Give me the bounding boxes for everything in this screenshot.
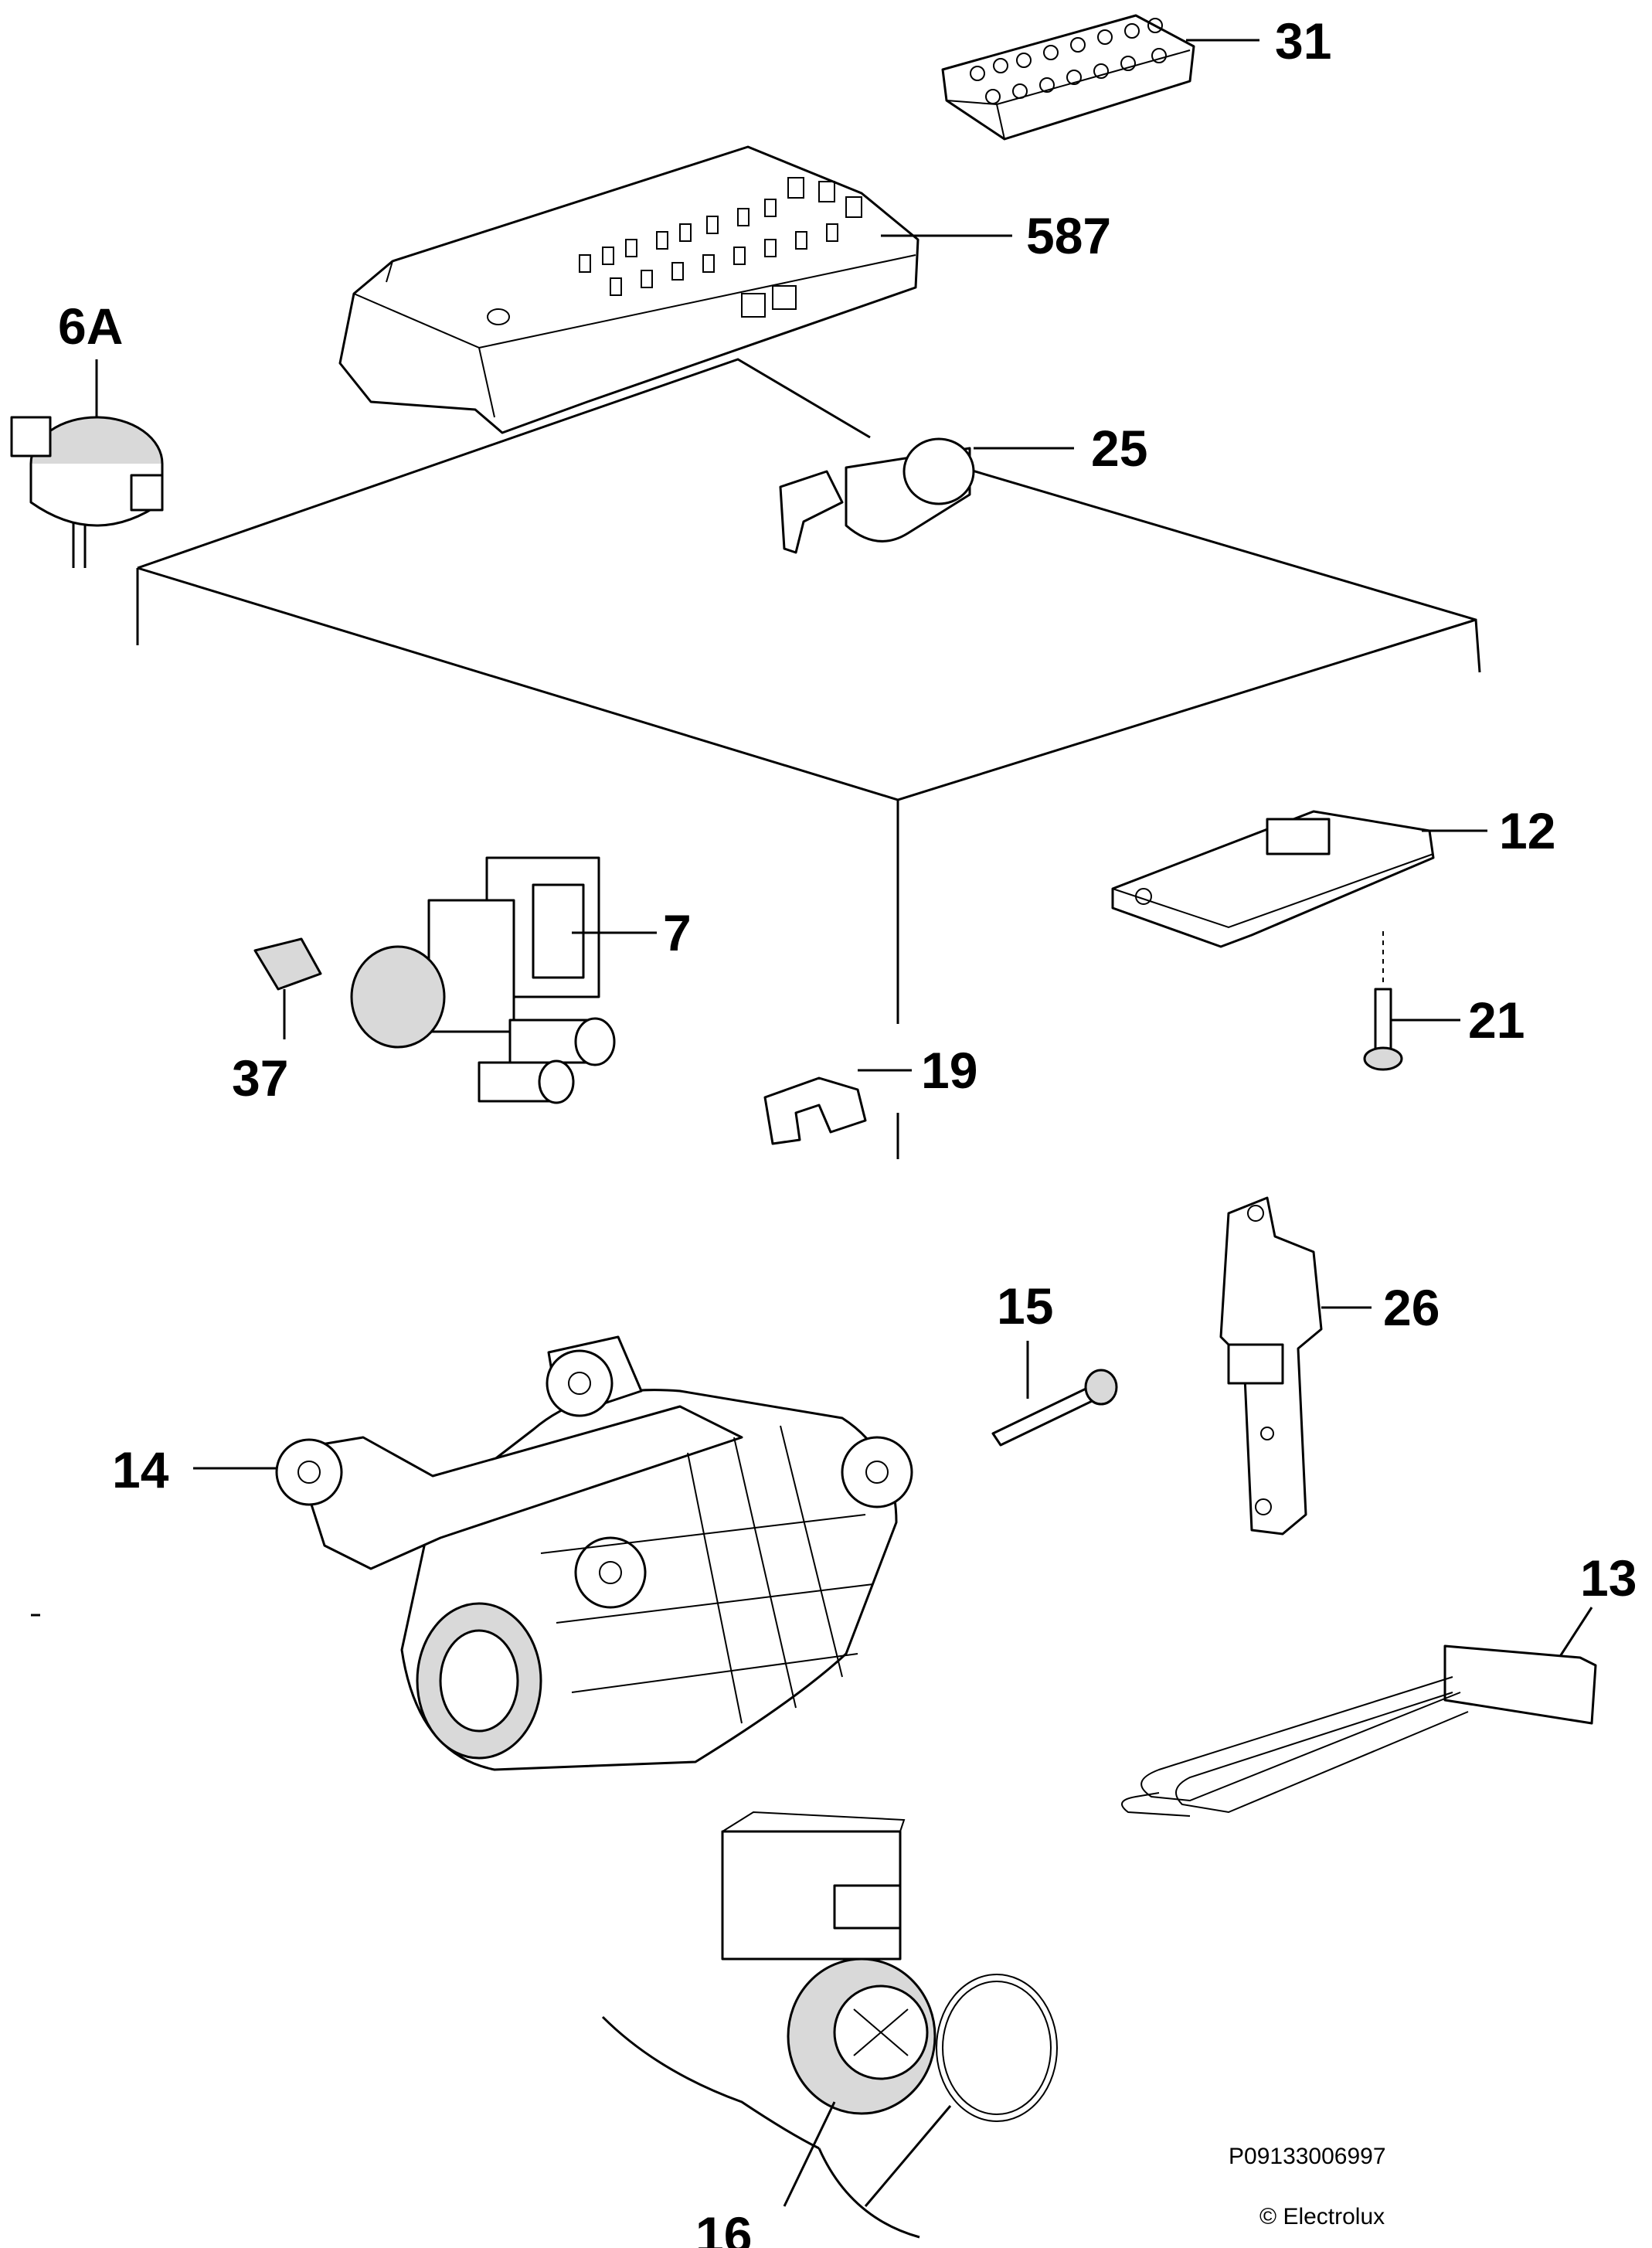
label-7: 7 xyxy=(663,904,692,961)
part-13-heating-element[interactable] xyxy=(1121,1607,1597,1817)
label-26: 26 xyxy=(1383,1279,1440,1336)
label-21: 21 xyxy=(1468,991,1525,1049)
part-16-drain-pump[interactable] xyxy=(601,1811,1058,2239)
part-31-connector-block[interactable] xyxy=(941,14,1259,141)
label-16: 16 xyxy=(695,2206,752,2248)
part-6A-pressure-switch[interactable] xyxy=(10,359,164,568)
copyright-notice: © Electrolux xyxy=(1259,2204,1385,2229)
part-21-screw[interactable] xyxy=(1363,931,1460,1071)
label-19: 19 xyxy=(921,1042,977,1099)
part-37-inlet-filter[interactable] xyxy=(253,937,322,1039)
label-587: 587 xyxy=(1026,207,1111,264)
part-587-electronic-control-board[interactable] xyxy=(338,145,1012,434)
label-15: 15 xyxy=(997,1277,1053,1335)
label-25: 25 xyxy=(1091,420,1147,477)
label-6A: 6A xyxy=(58,298,123,355)
part-14-motor[interactable] xyxy=(193,1335,913,1771)
label-14: 14 xyxy=(112,1441,169,1498)
label-37: 37 xyxy=(232,1049,288,1107)
part-19-connector-clip[interactable] xyxy=(763,1069,912,1145)
label-13: 13 xyxy=(1580,1549,1637,1607)
part-12-door-interlock[interactable] xyxy=(1111,810,1487,948)
part-26-suppressor-bracket[interactable] xyxy=(1219,1196,1372,1536)
label-31: 31 xyxy=(1275,12,1331,70)
part-25-interference-filter-capacitor[interactable] xyxy=(779,437,1074,554)
part-15-motor-screw[interactable] xyxy=(991,1341,1118,1447)
label-12: 12 xyxy=(1499,802,1555,859)
part-7-inlet-solenoid-valve[interactable] xyxy=(350,856,657,1104)
box-frame xyxy=(136,358,1481,1159)
diagram-code: P09133006997 xyxy=(1229,2144,1386,2169)
